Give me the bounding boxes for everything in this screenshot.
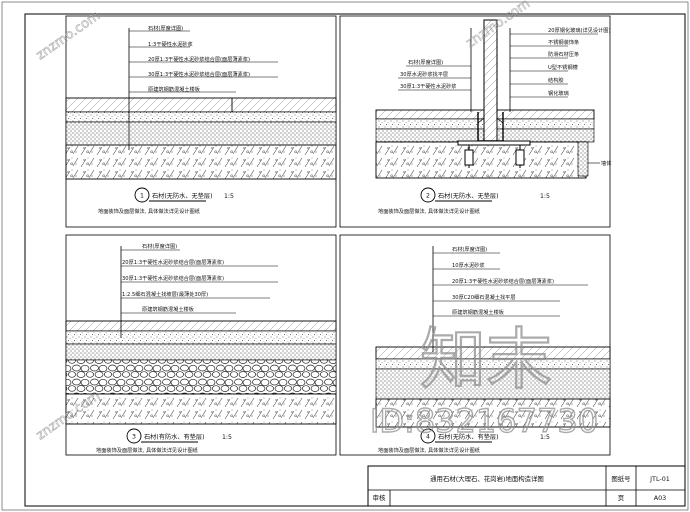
- drawing-no: JTL-01: [649, 475, 670, 483]
- d4-callout-3: 20厚1:3干硬性水泥砂浆结合层(面层薄素浆): [452, 277, 554, 285]
- d4-callout-5: 原建筑钢筋混凝土楼板: [452, 308, 505, 316]
- d1-callout-5: 原建筑钢筋混凝土楼板: [148, 85, 201, 93]
- d3-number: 3: [132, 434, 136, 441]
- d2-number: 2: [426, 193, 430, 200]
- d4-note: 地面装饰及面层做法, 具体做法详见设计图纸: [378, 446, 480, 454]
- d1-callout-2: 1:3干硬性水泥砂浆: [148, 40, 193, 48]
- d2-leaders-left: [398, 65, 471, 91]
- d2-anchor-bolts: [464, 145, 525, 168]
- d1-slab: [65, 144, 337, 180]
- tb-row2-mid: 页: [618, 494, 624, 502]
- d1-bedding-layer: [65, 121, 337, 146]
- drawing-title: 通用石材(大理石、花岗岩)地面构造详图: [430, 474, 544, 483]
- d1-detail-marker: [134, 187, 150, 203]
- d3-callout-3: 30厚1:3干硬性水泥砂浆结合层(面层薄素浆): [122, 274, 224, 282]
- d4-callouts: 石材(厚度详图) 10厚水泥砂浆 20厚1:3干硬性水泥砂浆结合层(面层薄素浆)…: [452, 245, 554, 316]
- d2-callout-right-3: 防滑石材压条: [548, 50, 579, 58]
- d2-callout-left-1: 石材(厚度详图): [408, 58, 443, 66]
- d1-callout-4: 30厚1:3干硬性水泥砂浆结合层(面层薄素浆): [148, 70, 250, 78]
- detail-4: 石材(厚度详图) 10厚水泥砂浆 20厚1:3干硬性水泥砂浆结合层(面层薄素浆)…: [375, 245, 611, 454]
- d3-scale: 1:5: [222, 434, 232, 441]
- d4-detail-marker: [420, 428, 436, 444]
- panel-frame-4: [339, 234, 611, 456]
- d2-scale: 1:5: [540, 193, 550, 200]
- d3-stone-layer: [65, 320, 337, 332]
- d3-leaders: [121, 249, 278, 314]
- d2-callout-left-3: 30厚1:3干硬性水泥砂浆: [400, 82, 456, 90]
- d3-detail-marker: [126, 428, 142, 444]
- d4-number: 4: [426, 434, 430, 441]
- d3-callout-2: 20厚1:3干硬性水泥砂浆结合层(面层薄素浆): [122, 258, 224, 266]
- detail-2: 石材(厚度详图) 30厚水泥砂浆找平层 30厚1:3干硬性水泥砂浆 20厚钢化玻…: [375, 19, 612, 215]
- d1-title: 石材(无防水、无垫层): [152, 192, 213, 200]
- d4-scale: 1:5: [540, 434, 550, 441]
- d3-callouts: 石材(厚度详图) 20厚1:3干硬性水泥砂浆结合层(面层薄素浆) 30厚1:3干…: [122, 242, 224, 313]
- d2-callouts-right: 20厚钢化玻璃(详见设计图) 不锈钢装饰条 防滑石材压条 U型不锈钢槽 结构胶 …: [548, 26, 611, 97]
- d3-callout-1: 石材(厚度详图): [142, 242, 177, 250]
- d1-callouts: 石材(厚度详图) 1:3干硬性水泥砂浆 20厚1:3干硬性水泥砂浆结合层(面层薄…: [148, 24, 250, 93]
- d2-wall-stub: [577, 141, 589, 177]
- d2-leaders-right: [510, 33, 598, 98]
- d2-callout-right-6: 钢化玻璃: [548, 89, 569, 97]
- d3-gravel-layer: [65, 359, 337, 395]
- d2-callout-right-5: 结构胶: [548, 76, 564, 84]
- d2-side-label: 墙体: [601, 159, 612, 167]
- inner-border: [24, 13, 686, 507]
- watermark-id: ID:832167730: [370, 402, 598, 440]
- d3-mortar-layer: [65, 330, 337, 345]
- d4-slab: [375, 398, 611, 428]
- d4-leaders: [433, 252, 588, 317]
- d1-callout-3: 20厚1:3干硬性水泥砂浆结合层(面层薄素浆): [148, 55, 250, 63]
- d1-leaders: [129, 30, 278, 93]
- d1-number: 1: [140, 193, 144, 200]
- drawing-no-label: 图纸号: [611, 474, 630, 483]
- d4-callout-2: 10厚水泥砂浆: [452, 261, 485, 269]
- d3-callout-5: 原建筑钢筋混凝土楼板: [142, 305, 195, 313]
- d2-callout-left-2: 30厚水泥砂浆找平层: [400, 70, 448, 78]
- title-block: 通用石材(大理石、花岗岩)地面构造详图 图纸号 JTL-01 审核 页 A03: [367, 465, 686, 507]
- tb-row2-right: A03: [654, 494, 667, 502]
- d1-stone-layer: [65, 97, 337, 113]
- d2-title: 石材(无防水、无垫层): [438, 192, 499, 200]
- d2-callouts-left: 石材(厚度详图) 30厚水泥砂浆找平层 30厚1:3干硬性水泥砂浆: [400, 58, 456, 90]
- d3-title: 石材(有防水、有垫层): [144, 433, 205, 441]
- watermark-logo: 知末: [420, 321, 552, 398]
- watermark-corner-tl: znzmo.com: [34, 8, 103, 63]
- panel-frame-2: [339, 15, 611, 228]
- d4-callout-1: 石材(厚度详图): [452, 245, 487, 253]
- d2-callout-right-2: 不锈钢装饰条: [548, 38, 579, 46]
- d2-base-plate: [457, 140, 531, 146]
- d3-slab: [65, 393, 337, 425]
- d1-callout-1: 石材(厚度详图): [148, 24, 183, 32]
- d4-screed-layer: [375, 368, 611, 400]
- d3-note: 地面装饰及面层做法, 具体做法详见设计图纸: [96, 446, 198, 454]
- d2-detail-marker: [420, 187, 436, 203]
- d3-callout-4: 1:2.5细石混凝土找坡层(最薄处30厚): [122, 290, 208, 298]
- d2-callout-right-4: U型不锈钢槽: [548, 63, 578, 71]
- d1-mortar-layer: [65, 111, 337, 123]
- detail-3: 石材(厚度详图) 20厚1:3干硬性水泥砂浆结合层(面层薄素浆) 30厚1:3干…: [65, 242, 337, 454]
- watermark-corner-tr: znzmo.com: [464, 0, 533, 51]
- d2-note: 地面装饰及面层做法, 具体做法详见设计图纸: [378, 207, 480, 215]
- d4-title: 石材(无防水、有垫层): [438, 433, 499, 441]
- d4-callout-4: 30厚C20细石混凝土找平层: [452, 293, 516, 301]
- tb-row2-left: 审核: [373, 493, 386, 502]
- d2-callout-right-1: 20厚钢化玻璃(详见设计图): [548, 26, 611, 34]
- d1-note: 地面装饰及面层做法, 具体做法详见设计图纸: [98, 207, 200, 215]
- d3-screed-layer: [65, 343, 337, 361]
- detail-1: 石材(厚度详图) 1:3干硬性水泥砂浆 20厚1:3干硬性水泥砂浆结合层(面层薄…: [65, 24, 337, 215]
- d1-scale: 1:5: [224, 193, 234, 200]
- d2-slab: [375, 141, 587, 179]
